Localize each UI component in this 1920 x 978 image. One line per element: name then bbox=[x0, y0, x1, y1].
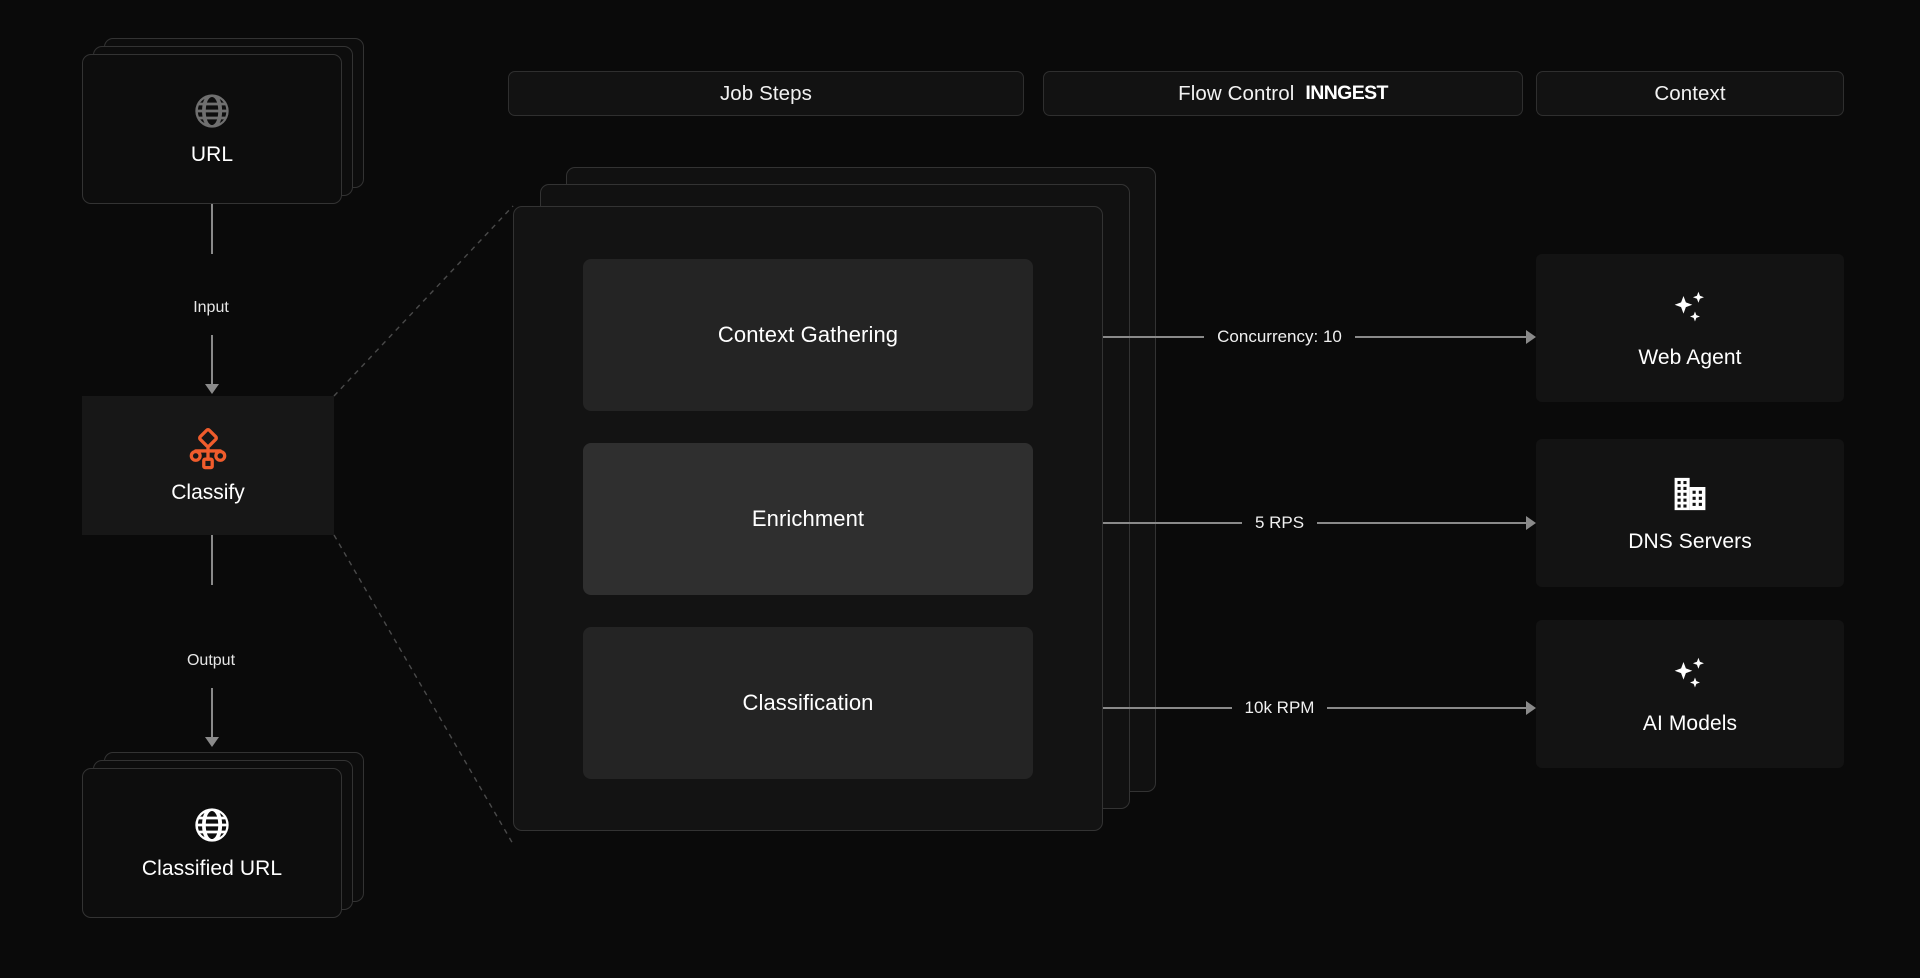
connector-arrowhead bbox=[1526, 330, 1537, 344]
tab-context[interactable]: Context bbox=[1536, 71, 1844, 116]
job-step-classification[interactable]: Classification bbox=[583, 626, 1033, 779]
edge-input-line bbox=[211, 204, 213, 254]
job-step-enrichment[interactable]: Enrichment bbox=[583, 442, 1033, 595]
connector-line-left bbox=[1032, 336, 1205, 338]
job-step-label: Context Gathering bbox=[717, 321, 899, 347]
job-step-context-gathering[interactable]: Context Gathering bbox=[583, 258, 1033, 411]
input-url-card[interactable]: URL bbox=[82, 38, 364, 204]
connector-line-left bbox=[1032, 522, 1242, 524]
edge-output-label: Output bbox=[186, 652, 236, 669]
job-steps-panel-stack: Context Gathering Enrichment Classificat… bbox=[513, 167, 1173, 844]
globe-icon bbox=[192, 805, 232, 845]
tab-context-label: Context bbox=[1654, 81, 1726, 105]
flow-connector-rpm: 10k RPM bbox=[1032, 697, 1537, 719]
job-step-label: Enrichment bbox=[751, 505, 865, 531]
edge-input-line-2 bbox=[211, 335, 213, 384]
card-stack-layer-front: Classified URL bbox=[82, 768, 342, 918]
tab-job-steps[interactable]: Job Steps bbox=[508, 71, 1024, 116]
flow-connector-rps: 5 RPS bbox=[1032, 512, 1537, 534]
flow-control-label: 5 RPS bbox=[1254, 513, 1305, 532]
node-classify[interactable]: Classify bbox=[82, 396, 334, 535]
connector-arrowhead bbox=[1526, 516, 1537, 530]
flow-control-label: 10k RPM bbox=[1244, 698, 1315, 717]
resource-label: AI Models bbox=[1642, 712, 1738, 735]
globe-icon bbox=[192, 91, 232, 131]
edge-output-line-2 bbox=[211, 688, 213, 737]
resource-label: DNS Servers bbox=[1628, 530, 1752, 553]
tab-flow-control-label: Flow Control bbox=[1178, 81, 1295, 105]
resource-label: Web Agent bbox=[1638, 346, 1742, 369]
connector-line-right bbox=[1354, 336, 1528, 338]
job-step-label: Classification bbox=[742, 689, 874, 715]
output-classified-url-label: Classified URL bbox=[141, 857, 283, 880]
tab-job-steps-label: Job Steps bbox=[719, 81, 813, 105]
node-classify-label: Classify bbox=[171, 481, 245, 504]
workflow-icon bbox=[186, 426, 230, 470]
connector-line-left bbox=[1032, 707, 1232, 709]
connector-line-right bbox=[1327, 707, 1528, 709]
tab-flow-control[interactable]: Flow Control INNGEST bbox=[1043, 71, 1523, 116]
edge-input-arrowhead bbox=[205, 384, 219, 394]
connector-arrowhead bbox=[1526, 701, 1537, 715]
connector-line-right bbox=[1317, 522, 1528, 524]
sparkles-icon bbox=[1667, 652, 1713, 698]
job-panel-layer-front: Context Gathering Enrichment Classificat… bbox=[513, 206, 1103, 831]
edge-output-line bbox=[211, 535, 213, 585]
building-icon bbox=[1668, 472, 1712, 516]
expansion-line-top bbox=[333, 205, 514, 397]
resource-card-dns-servers[interactable]: DNS Servers bbox=[1536, 439, 1844, 587]
resource-card-ai-models[interactable]: AI Models bbox=[1536, 620, 1844, 768]
output-classified-url-card[interactable]: Classified URL bbox=[82, 752, 364, 918]
inngest-wordmark: INNGEST bbox=[1305, 82, 1388, 104]
input-url-label: URL bbox=[190, 143, 234, 166]
edge-input-label: Input bbox=[193, 299, 229, 316]
flow-control-label: Concurrency: 10 bbox=[1217, 327, 1342, 346]
card-stack-layer-front: URL bbox=[82, 54, 342, 204]
resource-card-web-agent[interactable]: Web Agent bbox=[1536, 254, 1844, 402]
edge-output-arrowhead bbox=[205, 737, 219, 747]
flow-connector-concurrency: Concurrency: 10 bbox=[1032, 326, 1537, 348]
sparkles-icon bbox=[1667, 286, 1713, 332]
